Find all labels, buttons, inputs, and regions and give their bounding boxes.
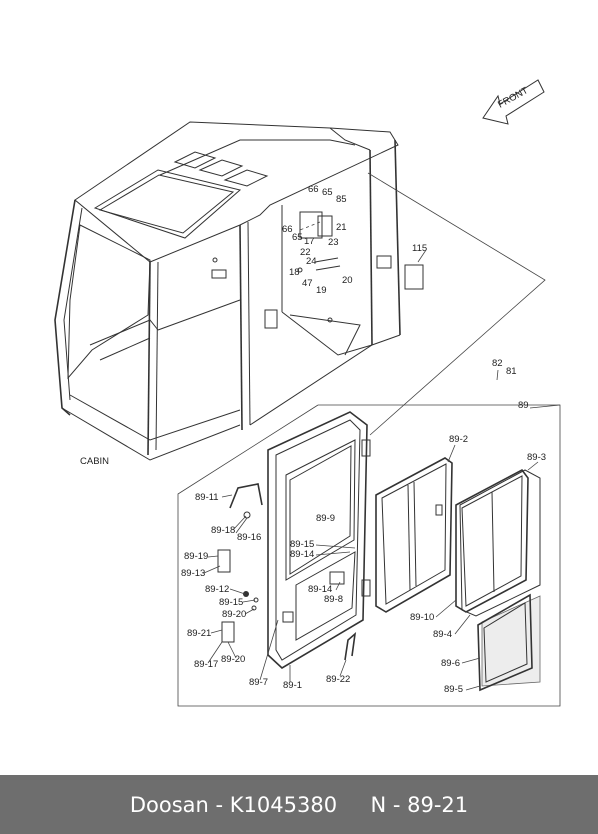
callout-label: 89-9 (316, 513, 335, 524)
callout-label: 89-17 (194, 659, 218, 670)
callout-label: 17 (304, 236, 315, 247)
callout-label: 65 (322, 187, 333, 198)
callout-label: 19 (316, 285, 327, 296)
callout-labels: 66 65 85 66 65 17 21 23 22 24 18 47 19 2… (181, 184, 546, 695)
callout-label: 89-14 (290, 549, 314, 560)
callout-label: 89-18 (211, 525, 235, 536)
callout-label: 21 (336, 222, 347, 233)
footer-part-number: K1045380 (229, 792, 338, 817)
callout-label: 89-15 (290, 539, 314, 550)
front-arrow-icon: FRONT (482, 79, 545, 125)
callout-label: 18 (289, 267, 300, 278)
footer-bar: Doosan - K1045380 N - 89-21 (0, 775, 598, 834)
callout-label: 89-21 (187, 628, 211, 639)
callout-label: 89-11 (195, 492, 219, 503)
callout-label: 89 (518, 400, 529, 411)
callout-label: 89-12 (205, 584, 229, 595)
footer-separator: - (208, 792, 230, 817)
footer-gap (337, 793, 370, 817)
callout-label: 65 (292, 232, 303, 243)
callout-label: 47 (302, 278, 313, 289)
callout-label: 89-2 (449, 434, 468, 445)
callout-label: 89-13 (181, 568, 205, 579)
callout-label: 89-20 (221, 654, 245, 665)
cabin-label: CABIN (80, 456, 109, 467)
callout-label: 89-8 (324, 594, 343, 605)
callout-label: 81 (506, 366, 517, 377)
callout-label: 89-5 (444, 684, 463, 695)
callout-label: 89-1 (283, 680, 302, 691)
callout-label: 82 (492, 358, 503, 369)
parts-diagram: FRONT (54, 79, 561, 707)
callout-label: 23 (328, 237, 339, 248)
callout-label: 89-22 (326, 674, 350, 685)
callout-label: 89-3 (527, 452, 546, 463)
callout-label: 115 (412, 243, 427, 254)
callout-label: 89-14 (308, 584, 332, 595)
cabin-frame (54, 121, 546, 461)
footer-page-ref: N - 89-21 (370, 792, 469, 817)
door-assembly (177, 404, 561, 707)
front-label: FRONT (496, 85, 530, 111)
callout-label: 89-19 (184, 551, 208, 562)
callout-label: 85 (336, 194, 347, 205)
callout-label: 66 (308, 184, 319, 195)
callout-label: 89-20 (222, 609, 246, 620)
callout-label: 22 (300, 247, 311, 258)
callout-label: 89-6 (441, 658, 460, 669)
callout-label: 24 (306, 256, 317, 267)
callout-label: 89-10 (410, 612, 434, 623)
callout-label: 89-7 (249, 677, 268, 688)
footer-brand: Doosan (129, 792, 209, 817)
callout-label: 89-16 (237, 532, 261, 543)
leader-lines (203, 249, 561, 691)
callout-label: 20 (342, 275, 353, 286)
callout-label: 89-15 (219, 597, 243, 608)
callout-label: 66 (282, 224, 293, 235)
callout-label: 89-4 (433, 629, 452, 640)
